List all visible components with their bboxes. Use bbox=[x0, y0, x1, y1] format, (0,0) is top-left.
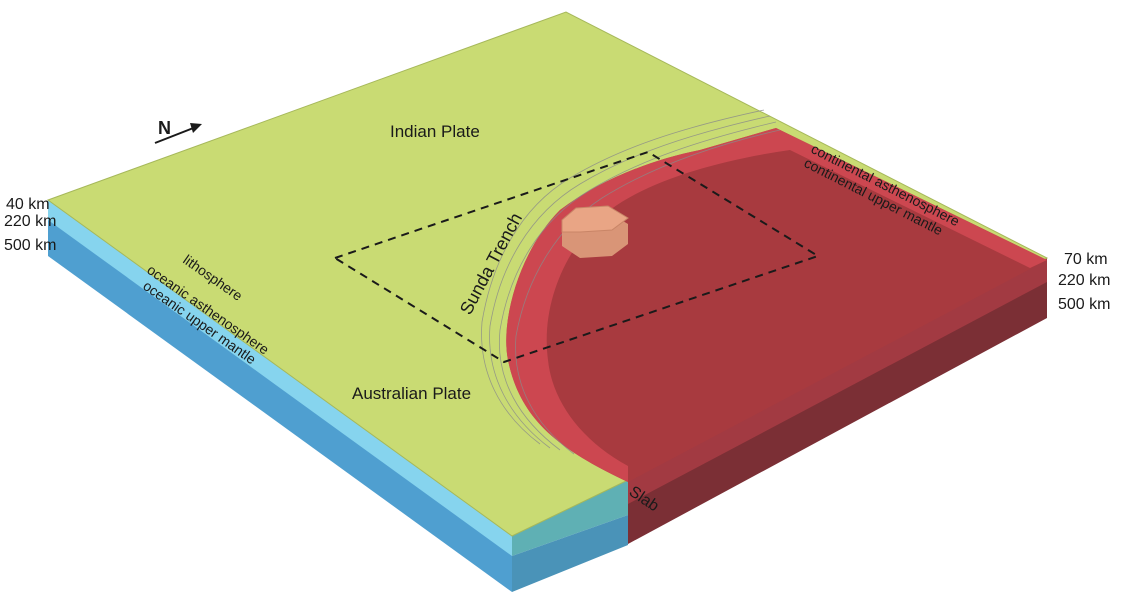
australian-plate-label: Australian Plate bbox=[352, 384, 471, 403]
study-area-box bbox=[332, 150, 821, 364]
north-label: N bbox=[158, 118, 171, 138]
left-depth-40: 40 km bbox=[6, 196, 50, 213]
left-depth-500: 500 km bbox=[4, 237, 56, 254]
trench-mesh bbox=[481, 109, 781, 455]
continental-upper-mantle-face bbox=[628, 280, 1047, 544]
oceanic-asthenosphere-face bbox=[48, 200, 512, 556]
right-depth-220: 220 km bbox=[1058, 272, 1110, 289]
oceanic-upper-mantle-face bbox=[48, 216, 512, 592]
slab-face-lower bbox=[512, 515, 628, 592]
left-depth-220: 220 km bbox=[4, 213, 56, 230]
north-arrow: N bbox=[154, 118, 202, 144]
right-depth-70: 70 km bbox=[1064, 251, 1108, 268]
overriding-block bbox=[561, 205, 629, 258]
indian-plate-label: Indian Plate bbox=[390, 122, 480, 141]
continental-surface bbox=[506, 128, 1047, 482]
right-depth-500: 500 km bbox=[1058, 296, 1110, 313]
continental-asthenosphere-face bbox=[628, 258, 1047, 504]
